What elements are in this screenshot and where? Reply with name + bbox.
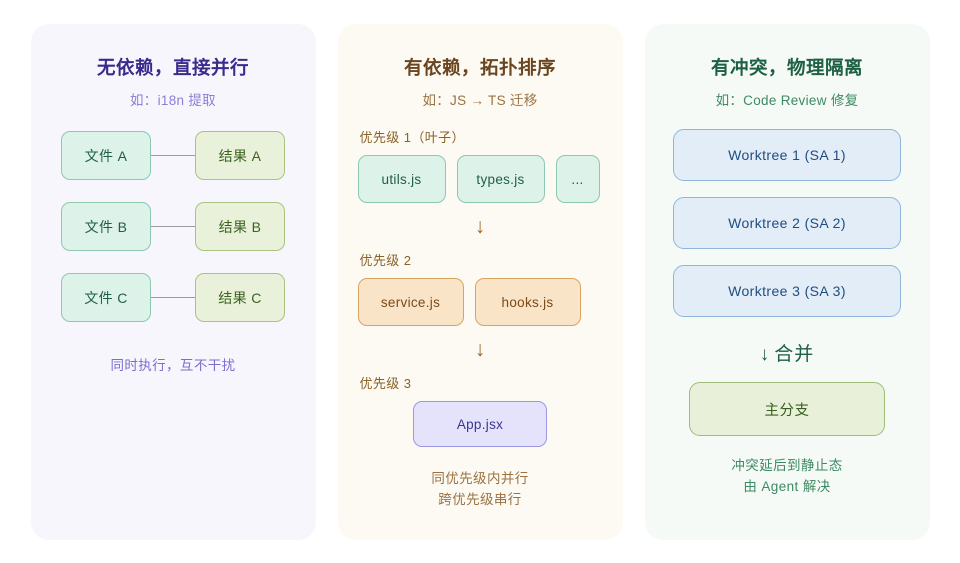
file-chip-ellipsis: ... <box>555 155 600 203</box>
connector-line <box>151 155 195 156</box>
panel-title: 无依赖，直接并行 <box>96 57 249 78</box>
connector-line <box>151 297 195 298</box>
panel-subtitle: 如：i18n 提取 <box>130 93 216 108</box>
priority-items: utils.js types.js ... <box>354 155 607 203</box>
parallel-rows: 文件 A 结果 A 文件 B 结果 B 文件 C 结果 C <box>47 131 300 322</box>
merge-indicator: ↓合并 <box>760 339 815 366</box>
priority-items: service.js hooks.js <box>354 278 607 326</box>
file-chip: hooks.js <box>474 278 581 326</box>
parallel-row: 文件 B 结果 B <box>61 202 285 251</box>
worktree-list: Worktree 1 (SA 1) Worktree 2 (SA 2) Work… <box>661 129 914 317</box>
file-chip: service.js <box>357 278 464 326</box>
parallel-row: 文件 C 结果 C <box>61 273 285 322</box>
result-box: 结果 B <box>195 202 285 251</box>
panel-note-line1: 同优先级内并行 <box>431 471 529 486</box>
file-box: 文件 C <box>61 273 151 322</box>
priority-level-3: 优先级 3 App.jsx <box>354 373 607 447</box>
panel-title: 有冲突，物理隔离 <box>710 57 863 78</box>
panel-no-dependency: 无依赖，直接并行 如：i18n 提取 文件 A 结果 A 文件 B 结果 B 文… <box>30 24 316 540</box>
file-chip: utils.js <box>357 155 446 203</box>
file-chip: App.jsx <box>413 401 547 447</box>
arrow-down-icon: ↓ <box>474 338 486 361</box>
arrow-down-icon: ↓ <box>759 344 771 365</box>
priority-label: 优先级 3 <box>359 376 412 391</box>
priority-level-1: 优先级 1（叶子） utils.js types.js ... <box>354 127 607 203</box>
panel-note: 同时执行，互不干扰 <box>110 358 236 373</box>
worktree-box: Worktree 2 (SA 2) <box>673 197 901 249</box>
worktree-box: Worktree 1 (SA 1) <box>673 129 901 181</box>
panel-title: 有依赖，拓扑排序 <box>403 57 556 78</box>
worktree-box: Worktree 3 (SA 3) <box>673 265 901 317</box>
main-branch-box: 主分支 <box>689 382 885 436</box>
file-box: 文件 A <box>61 131 151 180</box>
priority-level-2: 优先级 2 service.js hooks.js <box>354 250 607 326</box>
merge-label: 合并 <box>774 344 815 365</box>
panel-dependency-topological: 有依赖，拓扑排序 如：JS → TS 迁移 优先级 1（叶子） utils.js… <box>337 24 623 540</box>
panel-note-line1: 冲突延后到静止态 <box>731 458 843 473</box>
result-box: 结果 C <box>195 273 285 322</box>
connector-line <box>151 226 195 227</box>
panel-conflict-isolation: 有冲突，物理隔离 如：Code Review 修复 Worktree 1 (SA… <box>644 24 930 540</box>
file-box: 文件 B <box>61 202 151 251</box>
panel-note: 同优先级内并行 跨优先级串行 <box>431 469 528 511</box>
panel-note-line2: 跨优先级串行 <box>438 491 522 507</box>
priority-label: 优先级 2 <box>359 253 412 268</box>
priority-items: App.jsx <box>354 401 607 447</box>
panel-subtitle: 如：Code Review 修复 <box>715 93 859 108</box>
parallel-row: 文件 A 结果 A <box>61 131 285 180</box>
result-box: 结果 A <box>195 131 285 180</box>
panel-subtitle: 如：JS → TS 迁移 <box>422 93 538 108</box>
priority-label: 优先级 1（叶子） <box>359 130 465 145</box>
panel-note-line2: 由 Agent 解决 <box>743 478 831 494</box>
arrow-down-icon: ↓ <box>474 215 486 238</box>
file-chip: types.js <box>456 155 545 203</box>
panel-note: 冲突延后到静止态 由 Agent 解决 <box>731 456 842 498</box>
